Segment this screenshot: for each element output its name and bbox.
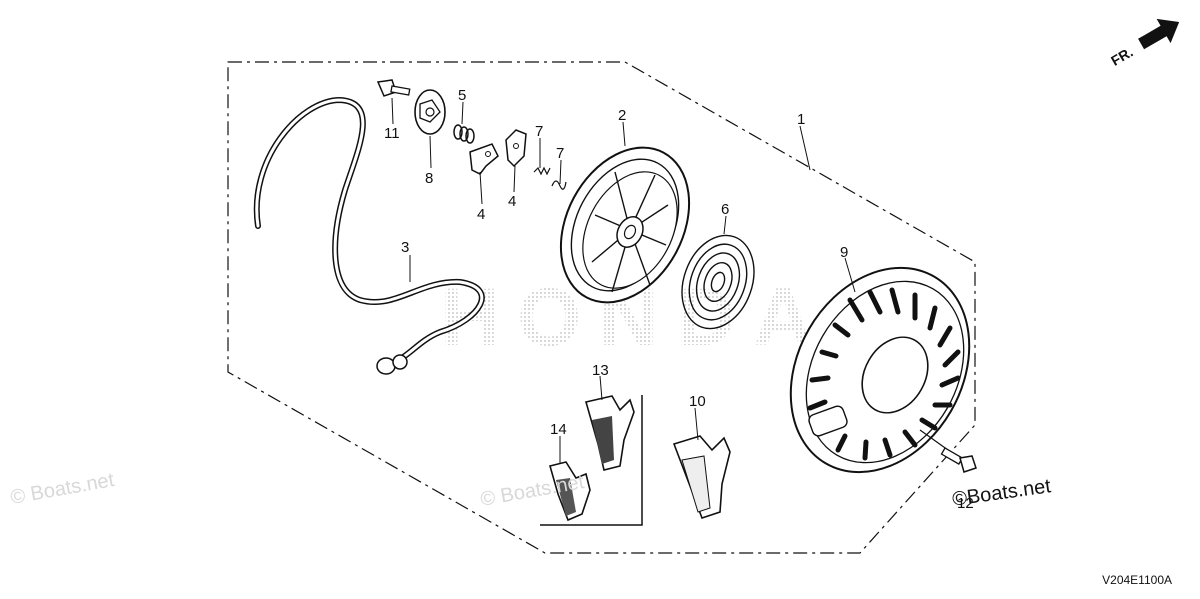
direction-label: FR. — [1108, 44, 1136, 69]
starter-case-2 — [789, 266, 971, 474]
callout-2: 9 — [840, 244, 848, 261]
friction-plate-8 — [414, 89, 446, 135]
callout-11: 11 — [384, 125, 400, 142]
diagram-code: V204E1100A — [1102, 573, 1172, 587]
ratchet-spring-7a — [533, 166, 551, 176]
starter-grip-14 — [549, 461, 591, 522]
front-arrow-icon — [1138, 18, 1180, 50]
callout-7a: 7 — [535, 123, 543, 140]
callout-13: 13 — [592, 362, 609, 379]
callout-12: 12 — [957, 495, 974, 512]
ratchet-4a — [469, 143, 499, 175]
front-direction-indicator: FR. — [1108, 18, 1180, 69]
callout-1: 1 — [797, 111, 805, 128]
flange-bolt-11 — [376, 79, 411, 97]
ratchet-4b — [505, 129, 527, 168]
ratchet-spring-7b — [551, 180, 567, 190]
callout-14: 14 — [550, 421, 567, 438]
callout-9: 10 — [689, 393, 706, 410]
callout-10: 3 — [401, 239, 409, 256]
callout-7b: 7 — [556, 145, 564, 162]
leader-lines — [391, 97, 856, 464]
spring-5 — [453, 124, 475, 144]
rope-end-knot — [376, 354, 408, 375]
recoil-spring-6 — [681, 234, 755, 330]
callout-6: 6 — [721, 201, 729, 218]
recoil-reel-3 — [559, 146, 691, 304]
assembly-boundary — [227, 61, 976, 554]
alternative-parts-bracket — [540, 395, 643, 526]
callouts: 1 9 2 4 4 5 6 7 7 8 10 3 11 12 13 14 — [384, 87, 974, 512]
callout-4a: 4 — [477, 206, 485, 223]
callout-5: 5 — [458, 87, 466, 104]
flange-bolt-12 — [919, 429, 977, 473]
callout-4b: 4 — [508, 193, 516, 210]
callout-8: 8 — [425, 170, 433, 187]
starter-grip-13 — [584, 395, 635, 471]
starter-grip-9 — [672, 435, 731, 520]
callout-3: 2 — [618, 107, 626, 124]
